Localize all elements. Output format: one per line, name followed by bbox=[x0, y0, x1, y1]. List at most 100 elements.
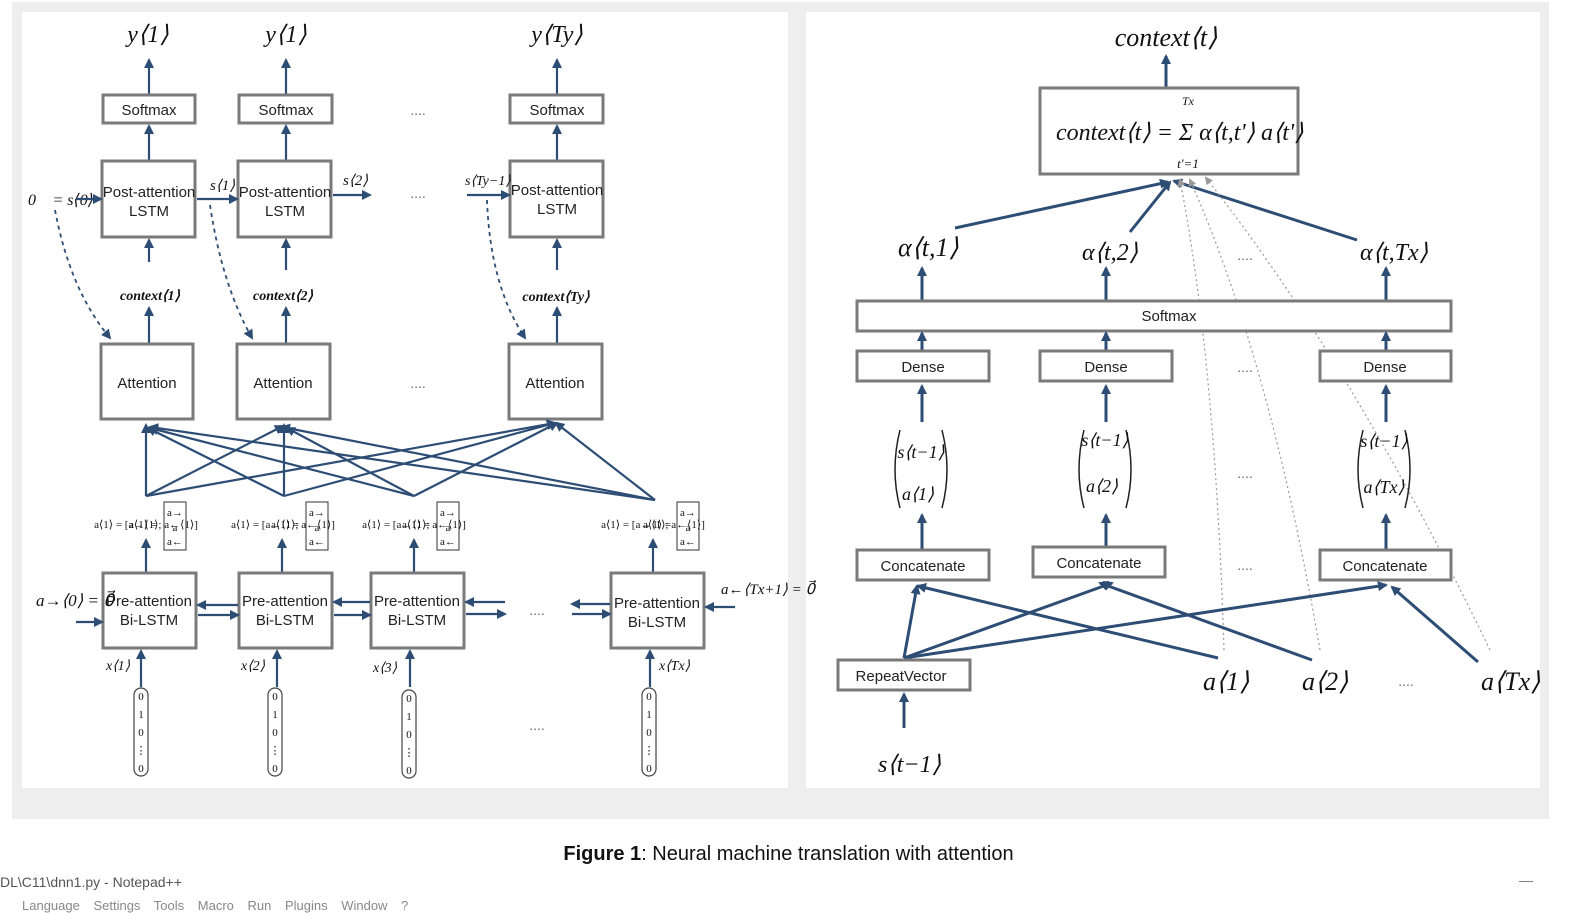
pre-attention-bilstm-tx: Pre-attention Bi-LSTM bbox=[609, 571, 706, 650]
dense-label: Dense bbox=[1363, 359, 1406, 376]
pre-lstm-line2: Bi-LSTM bbox=[628, 614, 686, 631]
dense-tx: Dense bbox=[1318, 349, 1453, 383]
svg-text:1: 1 bbox=[406, 711, 412, 723]
attention-label: Attention bbox=[253, 375, 312, 392]
svg-text:a⟨1⟩ =: a⟨1⟩ = bbox=[643, 519, 671, 531]
concatenate-1: Concatenate bbox=[855, 548, 991, 582]
svg-text:a⟨1⟩ =: a⟨1⟩ = bbox=[402, 519, 430, 531]
repeat-vector: RepeatVector bbox=[836, 658, 972, 692]
svg-text:0: 0 bbox=[646, 763, 652, 775]
x-input-1: x⟨1⟩ bbox=[105, 659, 131, 674]
concatenate-2: Concatenate bbox=[1031, 545, 1167, 579]
svg-text:a⟨Tx⟩: a⟨Tx⟩ bbox=[1363, 477, 1404, 497]
svg-text:a→: a→ bbox=[440, 507, 456, 519]
y-output-ty: y⟨Ty⟩ bbox=[529, 22, 583, 48]
left-softmax-1: Softmax bbox=[101, 93, 197, 125]
s-state-1: s⟨1⟩ bbox=[210, 178, 235, 194]
svg-text:a←: a← bbox=[440, 536, 456, 548]
left-ellipsis-onehot: .... bbox=[529, 717, 545, 733]
left-softmax-ty: Softmax bbox=[508, 93, 605, 125]
one-hot-tx: 0 1 0 ⋮ 0 bbox=[641, 687, 657, 777]
s-state-ty-1: s⟨Ty−1⟩ bbox=[465, 174, 511, 189]
pre-lstm-line2: Bi-LSTM bbox=[256, 612, 314, 629]
s-input: s⟨t−1⟩ bbox=[878, 752, 942, 778]
post-lstm-line2: LSTM bbox=[129, 203, 169, 220]
svg-text:0: 0 bbox=[272, 727, 278, 739]
a-concat-4: a⟨1⟩ = [a→⟨1⟩; a←⟨1⟩] a⟨1⟩ = a→aa← bbox=[601, 501, 705, 551]
svg-text:0: 0 bbox=[646, 727, 652, 739]
svg-text:⋮: ⋮ bbox=[644, 745, 655, 757]
svg-text:0: 0 bbox=[272, 763, 278, 775]
svg-text:1: 1 bbox=[138, 709, 144, 721]
post-lstm-line1: Post-attention bbox=[239, 184, 332, 201]
context-label-ty: context⟨Ty⟩ bbox=[522, 290, 590, 305]
svg-text:a⟨1⟩ =: a⟨1⟩ = bbox=[271, 519, 299, 531]
pre-lstm-line2: Bi-LSTM bbox=[388, 612, 446, 629]
svg-text:a: a bbox=[686, 522, 691, 534]
left-ellipsis-softmax: .... bbox=[410, 102, 426, 118]
svg-text:0: 0 bbox=[138, 763, 144, 775]
svg-text:a: a bbox=[315, 522, 320, 534]
svg-text:1: 1 bbox=[272, 709, 278, 721]
notepad-window-title[interactable]: DL\C11\dnn1.py - Notepad++ bbox=[0, 874, 182, 890]
softmax-label: Softmax bbox=[1141, 308, 1197, 325]
left-softmax-2: Softmax bbox=[237, 93, 334, 125]
caption-text: : Neural machine translation with attent… bbox=[641, 843, 1014, 865]
x-input-3: x⟨3⟩ bbox=[372, 661, 398, 676]
context-formula: context⟨t⟩ = Σ α⟨t,t'⟩ a⟨t'⟩ bbox=[1056, 120, 1304, 146]
svg-text:s⟨t−1⟩: s⟨t−1⟩ bbox=[1081, 430, 1128, 450]
repeat-label: RepeatVector bbox=[856, 668, 947, 685]
s-state-2: s⟨2⟩ bbox=[343, 173, 368, 189]
svg-text:a⟨1⟩ = [a→⟨1⟩; a←⟨1⟩]: a⟨1⟩ = [a→⟨1⟩; a←⟨1⟩] bbox=[94, 519, 198, 531]
softmax-label: Softmax bbox=[529, 102, 585, 119]
svg-text:a→: a→ bbox=[167, 507, 183, 519]
pre-lstm-line1: Pre-attention bbox=[106, 593, 192, 610]
post-lstm-line2: LSTM bbox=[265, 203, 305, 220]
attention-box-2: Attention bbox=[235, 342, 332, 421]
svg-text:a←: a← bbox=[309, 536, 325, 548]
alpha-1: α⟨t,1⟩ bbox=[898, 233, 959, 262]
minimize-icon[interactable]: — bbox=[1519, 872, 1533, 888]
pre-lstm-line1: Pre-attention bbox=[614, 595, 700, 612]
attention-box-ty: Attention bbox=[507, 342, 604, 421]
x-input-tx: x⟨Tx⟩ bbox=[658, 659, 691, 674]
svg-text:a←: a← bbox=[167, 536, 183, 548]
alpha-2: α⟨t,2⟩ bbox=[1082, 240, 1139, 266]
a-concat-1: a⟨1⟩ = [a→⟨1⟩; a←⟨1⟩] a⟨1⟩ = a→aa← bbox=[94, 501, 198, 551]
svg-text:a←: a← bbox=[680, 536, 696, 548]
attention-cross-links bbox=[141, 419, 656, 502]
svg-text:s⟨t−1⟩: s⟨t−1⟩ bbox=[897, 442, 944, 462]
concatenate-label: Concatenate bbox=[880, 558, 965, 575]
svg-text:s⟨t−1⟩: s⟨t−1⟩ bbox=[1360, 431, 1407, 451]
y-output-2: y⟨1⟩ bbox=[263, 22, 307, 48]
y-output-1: y⟨1⟩ bbox=[125, 22, 169, 48]
a-input-tx: a⟨Tx⟩ bbox=[1481, 667, 1540, 696]
caption-prefix: Figure 1 bbox=[563, 843, 642, 865]
svg-text:⋮: ⋮ bbox=[404, 747, 415, 759]
svg-text:0: 0 bbox=[406, 765, 412, 777]
concatenate-label: Concatenate bbox=[1056, 555, 1141, 572]
attention-label: Attention bbox=[525, 375, 584, 392]
dense-2: Dense bbox=[1038, 349, 1174, 383]
left-ellipsis-post: .... bbox=[410, 185, 426, 201]
post-attention-lstm-ty: Post-attention LSTM bbox=[508, 159, 605, 239]
svg-text:a: a bbox=[173, 522, 178, 534]
svg-text:0: 0 bbox=[138, 727, 144, 739]
svg-text:a⟨1⟩ = [a→⟨1⟩; a←⟨1⟩]: a⟨1⟩ = [a→⟨1⟩; a←⟨1⟩] bbox=[601, 519, 705, 531]
post-lstm-line1: Post-attention bbox=[511, 182, 604, 199]
svg-text:1: 1 bbox=[646, 709, 652, 721]
post-lstm-line1: Post-attention bbox=[103, 184, 196, 201]
concat-links bbox=[902, 581, 1479, 664]
context-output: context⟨t⟩ bbox=[1115, 23, 1218, 52]
softmax-label: Softmax bbox=[258, 102, 314, 119]
softmax-label: Softmax bbox=[121, 102, 177, 119]
svg-text:⋮: ⋮ bbox=[270, 745, 281, 757]
post-attention-lstm-2: Post-attention LSTM bbox=[236, 159, 333, 239]
a-init-right: a←⟨Tx+1⟩ = 0⃗ bbox=[721, 579, 817, 598]
context-label-1: context⟨1⟩ bbox=[120, 289, 180, 304]
svg-text:a: a bbox=[446, 522, 451, 534]
a-input-1: a⟨1⟩ bbox=[1203, 667, 1249, 696]
sum-lower: t'=1 bbox=[1177, 156, 1199, 171]
notepad-menu-bar[interactable]: Language Settings Tools Macro Run Plugin… bbox=[22, 898, 409, 913]
left-ellipsis-pre: .... bbox=[529, 602, 545, 618]
